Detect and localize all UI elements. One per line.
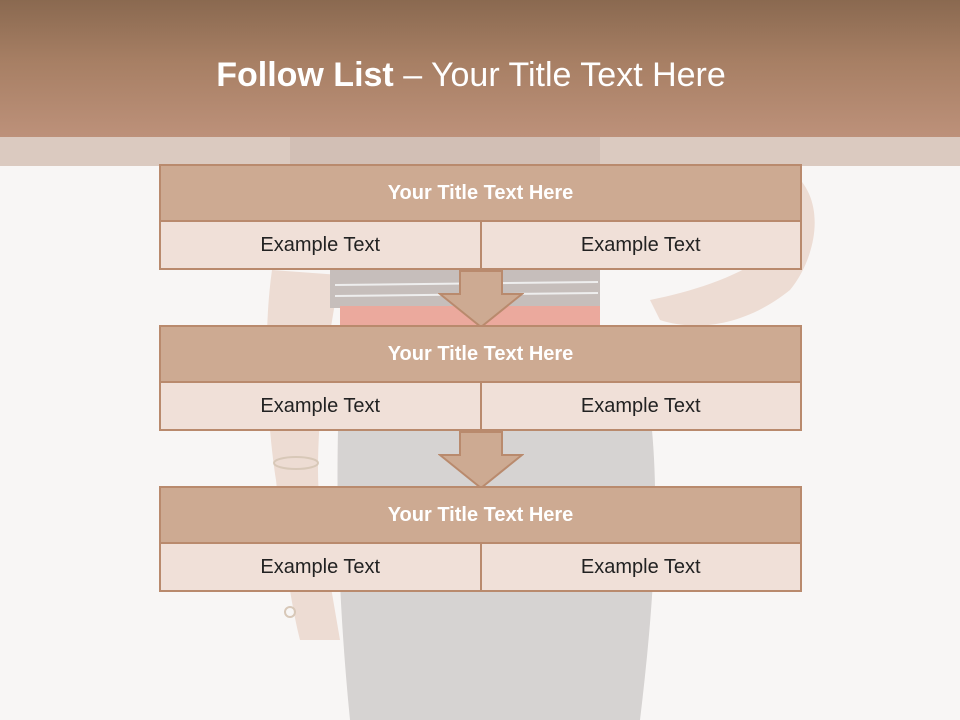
step-3-row: Example Text Example Text [161,544,800,590]
down-arrow-icon [438,270,524,328]
step-1-title: Your Title Text Here [161,166,800,222]
step-2-title: Your Title Text Here [161,327,800,383]
step-3-left-text: Example Text [161,544,480,590]
header-sub-band [0,137,960,166]
step-1-row: Example Text Example Text [161,222,800,268]
slide-title-rest: – Your Title Text Here [393,56,726,94]
slide-title: Follow List – Your Title Text Here [0,52,942,98]
step-2-right-text: Example Text [479,383,800,429]
step-3-right-text: Example Text [479,544,800,590]
step-1-left-text: Example Text [161,222,480,268]
step-2-row: Example Text Example Text [161,383,800,429]
step-1-right-text: Example Text [479,222,800,268]
step-box-2: Your Title Text Here Example Text Exampl… [159,325,802,431]
step-box-1: Your Title Text Here Example Text Exampl… [159,164,802,270]
step-box-3: Your Title Text Here Example Text Exampl… [159,486,802,592]
down-arrow-icon [438,431,524,489]
step-2-left-text: Example Text [161,383,480,429]
header-band [0,0,960,137]
slide-title-bold: Follow List [216,56,394,94]
step-3-title: Your Title Text Here [161,488,800,544]
